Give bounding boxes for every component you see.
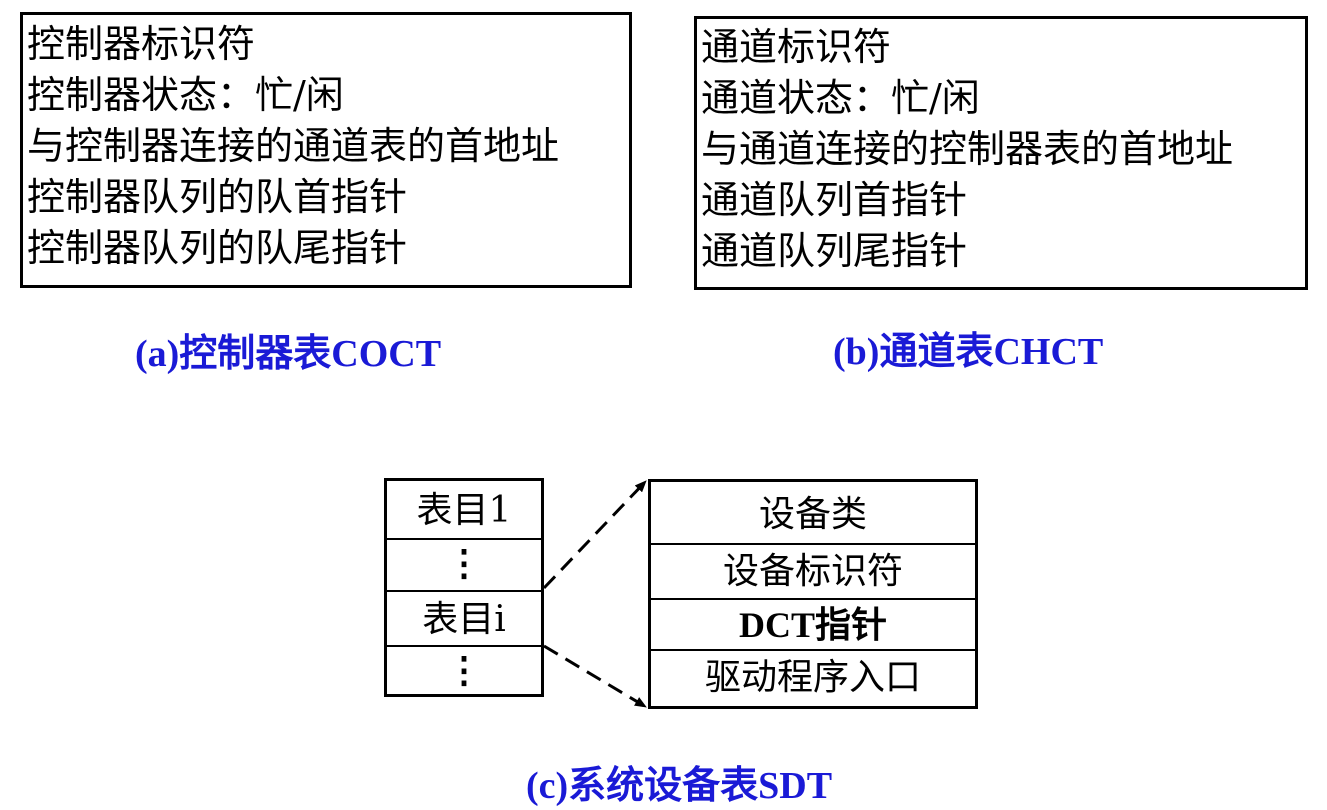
arrow-bottom [543, 644, 647, 709]
chct-line: 通道状态：忙/闲 [701, 76, 980, 120]
divider [387, 538, 541, 540]
chct-table: 通道标识符 通道状态：忙/闲 与通道连接的控制器表的首地址 通道队列首指针 通道… [694, 16, 1308, 290]
chct-line: 通道标识符 [701, 25, 892, 69]
coct-line: 控制器队列的队尾指针 [27, 226, 408, 270]
sdt-entry-detail: 设备类 设备标识符 DCT指针 驱动程序入口 [648, 479, 978, 709]
chct-caption: (b)通道表CHCT [833, 331, 1104, 373]
chct-line: 与通道连接的控制器表的首地址 [701, 127, 1234, 171]
sdt-entry: 表目1 [416, 490, 512, 531]
sdt-entry-ellipsis: ⋮ [446, 649, 482, 691]
coct-table: 控制器标识符 控制器状态：忙/闲 与控制器连接的通道表的首地址 控制器队列的队首… [20, 12, 632, 288]
divider [387, 590, 541, 592]
sdt-field: DCT指针 [738, 605, 887, 645]
coct-line: 与控制器连接的通道表的首地址 [27, 124, 560, 168]
divider [651, 543, 975, 545]
arrow-top [542, 479, 648, 590]
chct-line: 通道队列首指针 [701, 178, 968, 222]
coct-caption: (a)控制器表COCT [135, 333, 442, 375]
sdt-entry-ellipsis: ⋮ [446, 542, 482, 584]
sdt-field: 驱动程序入口 [704, 657, 921, 698]
coct-line: 控制器标识符 [27, 22, 256, 66]
divider [651, 649, 975, 651]
coct-line: 控制器状态：忙/闲 [27, 73, 344, 117]
sdt-entry: 表目i [422, 599, 506, 640]
chct-line: 通道队列尾指针 [701, 229, 968, 273]
sdt-field: 设备类 [758, 494, 867, 535]
sdt-caption: (c)系统设备表SDT [526, 765, 833, 807]
divider [387, 645, 541, 647]
coct-line: 控制器队列的队首指针 [27, 175, 408, 219]
sdt-entry-list: 表目1 ⋮ 表目i ⋮ [384, 478, 544, 697]
divider [651, 598, 975, 600]
sdt-field: 设备标识符 [722, 551, 903, 592]
